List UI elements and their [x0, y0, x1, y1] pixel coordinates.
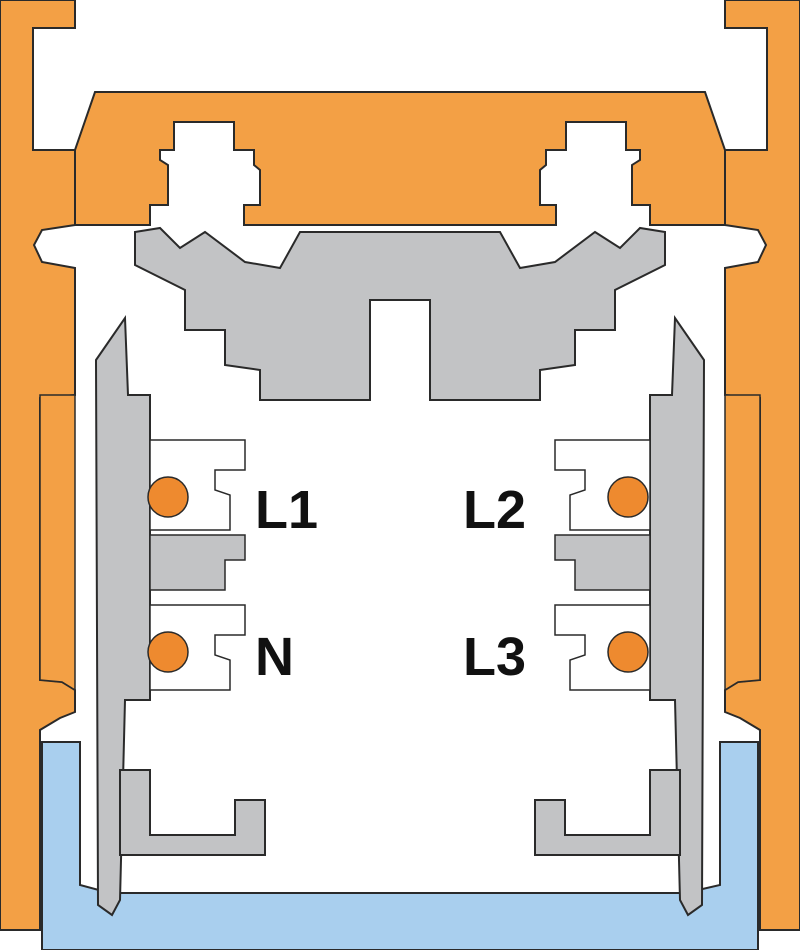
conductor-n [147, 631, 189, 673]
conductor-l1 [147, 476, 189, 518]
housing-right-inner-rib [724, 394, 761, 692]
conductor-l2 [607, 476, 649, 518]
insulator-right-divider [554, 534, 651, 591]
insulator-left-wall [94, 314, 151, 917]
phase-labels: L1 N L2 L3 [255, 480, 526, 687]
insulator [94, 226, 706, 917]
housing-left-wall [0, 0, 76, 931]
conductor-l3 [607, 631, 649, 673]
insulator-left-divider [149, 534, 246, 591]
light-diffuser [41, 741, 759, 950]
label-l3: L3 [463, 627, 526, 687]
housing-top-bridge [74, 91, 726, 226]
insulator-right-wall [649, 314, 706, 917]
label-n: N [255, 627, 294, 687]
label-l1: L1 [255, 480, 318, 540]
conductors [147, 476, 649, 673]
label-l2: L2 [463, 480, 526, 540]
insulator-left-hook [119, 769, 266, 856]
housing-right-wall [724, 0, 800, 931]
insulator-right-hook [534, 769, 681, 856]
housing-left-inner-rib [39, 394, 76, 692]
insulator-upper-body [134, 226, 666, 401]
